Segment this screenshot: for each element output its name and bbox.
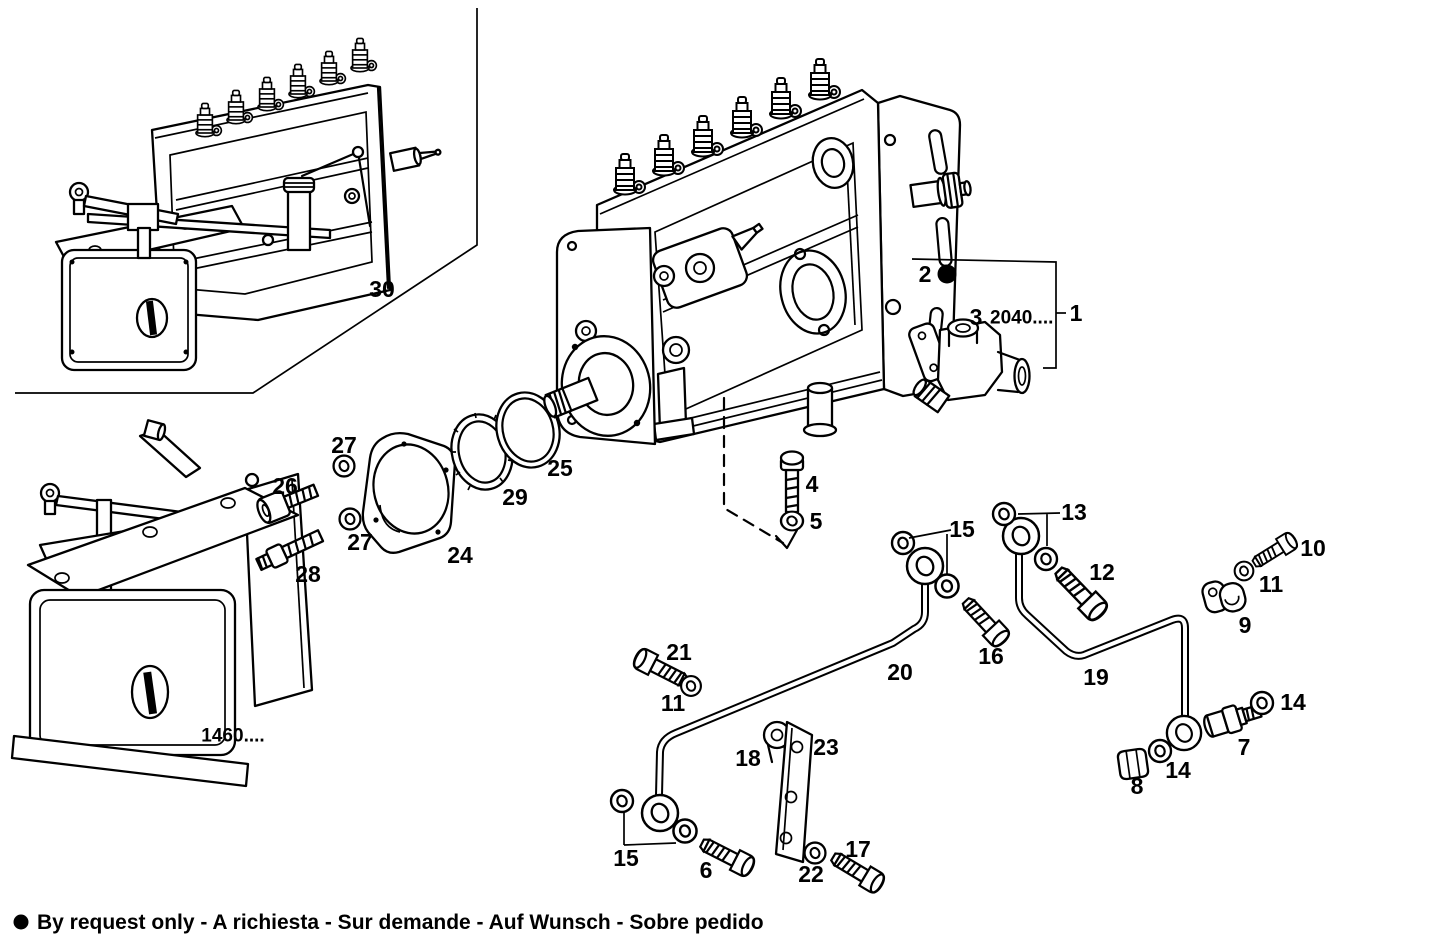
cap-nut-8	[1116, 747, 1150, 781]
callout-25: 25	[547, 455, 573, 481]
banjo-union-15-lower	[640, 793, 680, 833]
callout-17: 17	[845, 836, 871, 862]
callout-13: 13	[1061, 499, 1087, 525]
callout-3-code: 2040....	[990, 308, 1053, 329]
callout-22: 22	[798, 861, 824, 887]
callout-4: 4	[806, 471, 819, 497]
bracket-23	[774, 720, 814, 864]
footer-bullet-icon	[13, 914, 29, 930]
callout-9: 9	[1239, 612, 1252, 638]
callout-3: 3	[970, 304, 983, 330]
callout-2-dot	[937, 264, 957, 284]
callout-15-lower: 15	[613, 845, 639, 871]
callout-8: 8	[1131, 773, 1144, 799]
callout-15-upper-leader	[908, 529, 952, 575]
callout-21: 21	[666, 639, 692, 665]
fuel-pipe-20	[655, 579, 929, 799]
washer-15-upper-a	[890, 530, 916, 556]
callout-15-upper: 15	[949, 516, 975, 542]
washer-13-a	[991, 501, 1017, 527]
footer-note: By request only - A richiesta - Sur dema…	[13, 911, 764, 934]
callout-5: 5	[810, 508, 823, 534]
callout-20: 20	[887, 659, 913, 685]
fuel-pipe-19	[1015, 549, 1189, 720]
bolt-4	[779, 450, 805, 514]
pump-assembly-30-drawing	[54, 37, 442, 372]
callout-11-left: 11	[661, 690, 686, 716]
callout-11-right: 11	[1259, 571, 1284, 597]
dashed-leader-line	[722, 396, 799, 550]
callout-27-lower: 27	[347, 529, 373, 555]
washer-15-lower-b	[672, 818, 698, 844]
bolt-10	[1248, 529, 1301, 573]
valve-assembly-3-drawing	[908, 318, 1031, 414]
callout-28: 28	[295, 561, 321, 587]
washer-11-right	[1233, 560, 1255, 582]
callout-23: 23	[813, 734, 839, 760]
callout-18: 18	[735, 745, 761, 771]
pump-30-shaft	[388, 146, 442, 172]
main-pump-drive-shaft	[909, 171, 972, 209]
callout-27-upper: 27	[331, 432, 357, 458]
washer-14-upper	[1249, 690, 1275, 716]
washer-15-lower-a	[609, 788, 635, 814]
callout-1: 1	[1070, 300, 1083, 326]
callout-13-leader	[1017, 512, 1061, 546]
callout-12: 12	[1089, 559, 1115, 585]
callout-14-upper: 14	[1280, 689, 1306, 715]
banjo-union-19	[1165, 714, 1203, 752]
callout-30: 30	[369, 276, 395, 302]
callout-24: 24	[447, 542, 473, 568]
ring-25	[495, 391, 561, 469]
governor-unit-1460-drawing	[10, 419, 314, 788]
callout-26: 26	[272, 473, 298, 499]
callout-16: 16	[978, 643, 1004, 669]
callout-15-lower-leader	[623, 812, 677, 846]
inset-boundary-line	[15, 8, 478, 394]
nut-27-lower	[338, 507, 362, 531]
callout-10: 10	[1300, 535, 1326, 561]
mounting-flange-24	[361, 431, 457, 554]
nut-27-upper	[332, 454, 356, 478]
bolt-16	[956, 592, 1014, 651]
stud-28	[255, 529, 325, 572]
callout-1460: 1460....	[201, 726, 264, 747]
washer-13-b	[1033, 546, 1059, 572]
bolt-26	[256, 483, 320, 524]
callout-19: 19	[1083, 664, 1109, 690]
main-pump-camshaft	[543, 376, 599, 419]
callout-14-lower: 14	[1165, 757, 1191, 783]
washer-5	[779, 510, 805, 532]
callout-2: 2	[919, 261, 932, 287]
callout-1-bracket	[911, 258, 1066, 369]
footer-text: By request only - A richiesta - Sur dema…	[37, 911, 764, 934]
washer-15-upper-b	[934, 573, 960, 599]
callout-7: 7	[1238, 734, 1251, 760]
callout-29: 29	[502, 484, 528, 510]
pipe-clamp-9	[1201, 580, 1247, 614]
callout-6: 6	[700, 857, 713, 883]
main-pump-drawing	[543, 58, 972, 446]
